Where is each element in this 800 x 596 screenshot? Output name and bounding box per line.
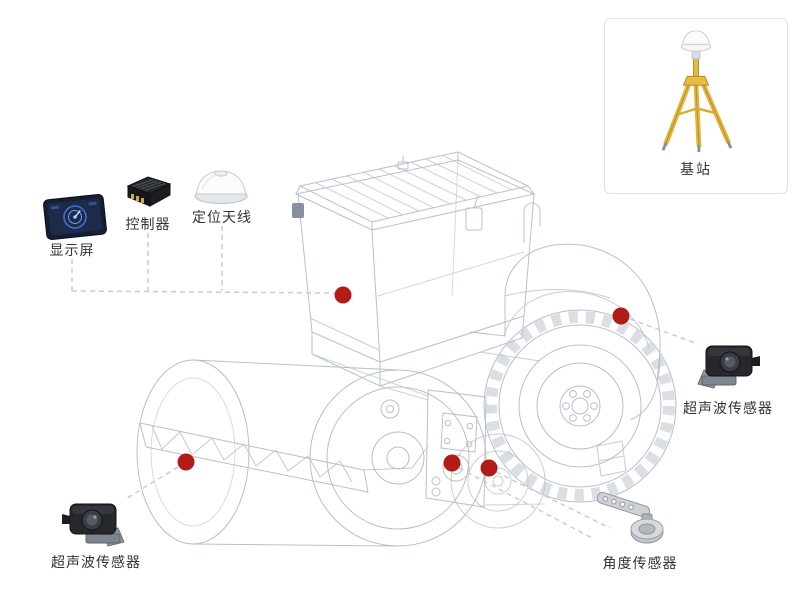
base-station-panel: 基站 xyxy=(604,18,788,194)
marker-dot-frame-left xyxy=(443,454,461,472)
connector-ultrasonic-right xyxy=(629,318,699,345)
gnss-antenna-icon xyxy=(192,166,250,206)
controller-module-icon xyxy=(124,170,174,210)
ultrasonic-right-label: 超声波传感器 xyxy=(683,401,773,417)
base-station-tripod-icon xyxy=(661,30,733,153)
angle-sensor-icon xyxy=(590,490,670,550)
far-wheel xyxy=(450,433,546,529)
scraper-bar xyxy=(139,422,429,493)
connector-bus xyxy=(71,290,335,294)
display-screen-icon xyxy=(42,192,108,242)
cab xyxy=(292,151,536,401)
marker-dot-cab xyxy=(334,286,352,304)
work-lamp xyxy=(292,203,304,218)
controller-label: 控制器 xyxy=(125,217,171,233)
roof-slats xyxy=(315,154,513,219)
rear-wheel xyxy=(483,309,677,503)
connector-ultrasonic-left xyxy=(123,466,179,501)
base-station-label: 基站 xyxy=(680,162,712,178)
connector-angle-1 xyxy=(458,467,595,540)
roof-beacon xyxy=(397,161,409,170)
marker-dot-frame-right xyxy=(480,459,498,477)
drum-outline xyxy=(136,359,487,547)
marker-dot-drum xyxy=(177,453,195,471)
engine-hood xyxy=(469,202,661,477)
marker-dot-rear-wheel xyxy=(612,307,630,325)
ultrasonic-left-label: 超声波传感器 xyxy=(51,555,141,571)
ultrasonic-sensor-icon-right xyxy=(694,336,768,394)
front-frame xyxy=(380,389,546,508)
angle-sensor-label: 角度传感器 xyxy=(602,556,678,572)
ultrasonic-sensor-icon-left xyxy=(54,494,128,552)
mirror xyxy=(465,207,483,231)
display-label: 显示屏 xyxy=(49,243,95,259)
antenna-label: 定位天线 xyxy=(192,210,252,226)
